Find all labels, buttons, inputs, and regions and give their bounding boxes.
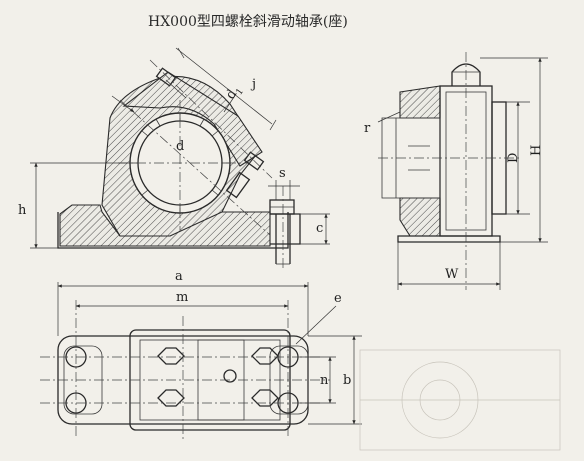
label-b: b	[343, 373, 351, 388]
label-c: c	[316, 221, 323, 236]
label-a: a	[175, 269, 183, 284]
page-show-through	[359, 349, 561, 451]
label-W: W	[445, 267, 459, 282]
label-m: m	[176, 290, 188, 305]
bearing-cap	[122, 71, 263, 167]
label-n: n	[320, 373, 329, 388]
drawing-title: HX000型四螺栓斜滑动轴承(座)	[148, 13, 348, 30]
label-s: s	[279, 166, 286, 181]
label-h: h	[18, 203, 27, 218]
label-d: d	[176, 139, 184, 154]
foot-bolt	[269, 186, 295, 270]
label-d1-subscript: 1	[234, 87, 245, 97]
side-base-section	[399, 197, 441, 237]
front-view: d d1 j s c h	[18, 47, 330, 270]
label-D: D	[506, 153, 521, 163]
label-j: j	[250, 77, 256, 92]
plan-view: a m e n b	[40, 269, 362, 440]
cap-bolt-right	[225, 151, 265, 199]
label-H: H	[529, 145, 544, 156]
side-cap-section	[399, 85, 441, 119]
grease-hole	[223, 369, 237, 383]
label-r: r	[364, 121, 371, 136]
side-view: r D H W	[364, 52, 548, 290]
cap-bolt-left	[155, 67, 187, 99]
label-e: e	[334, 291, 342, 306]
